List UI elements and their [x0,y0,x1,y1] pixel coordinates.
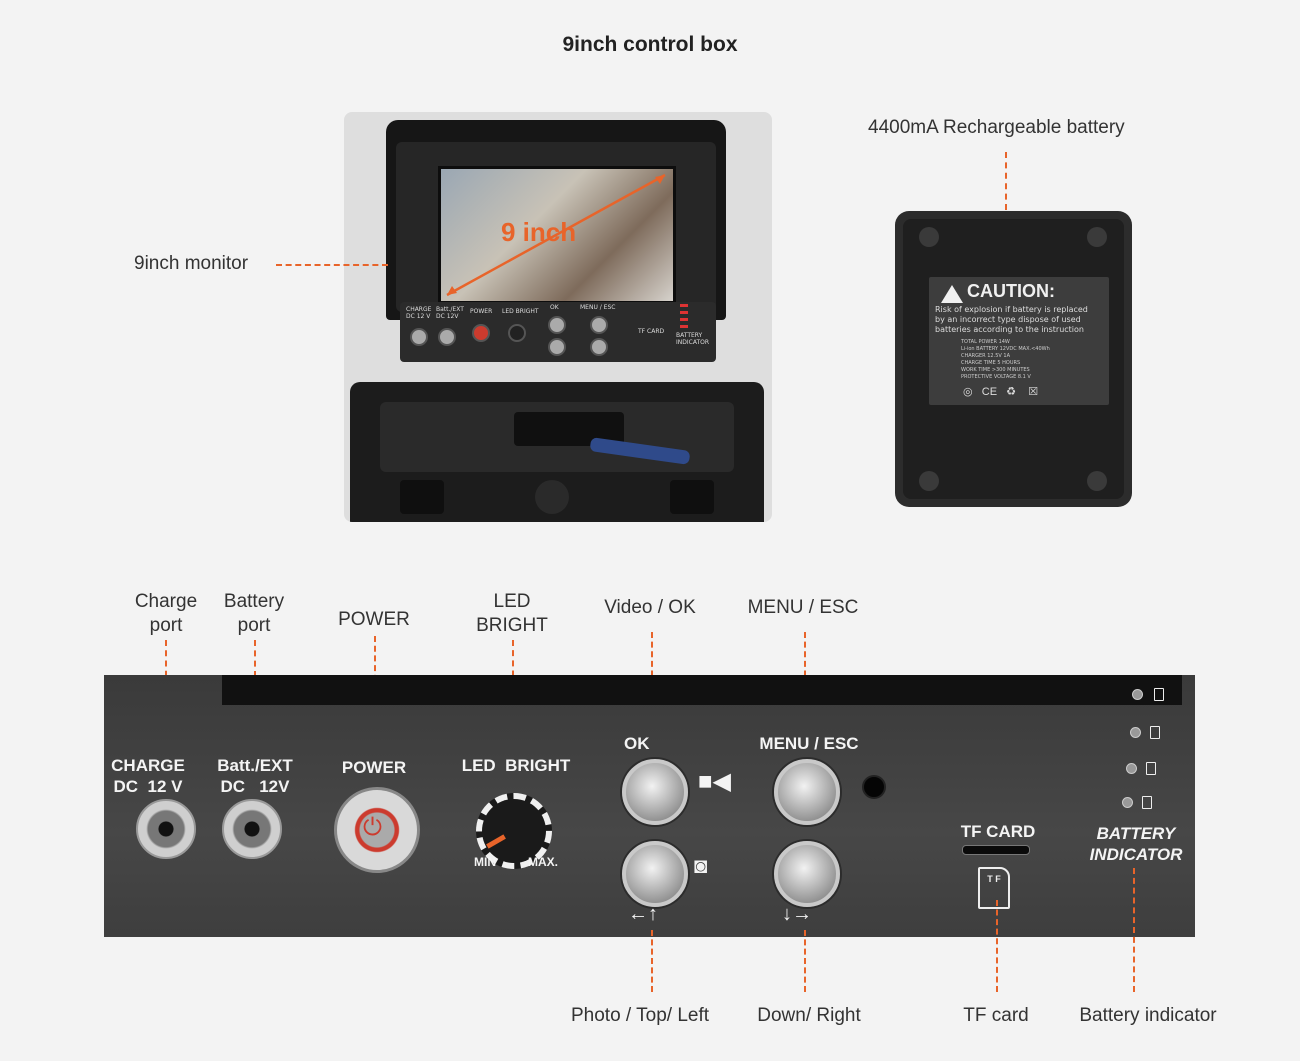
camera-icon: ◙ [694,853,708,878]
battery-indicator-leader [1133,868,1135,992]
monitor-bezel [222,675,1182,705]
power-label: POWER [341,758,407,777]
case-lock [535,480,569,514]
screen-size-label: 9 inch [501,217,577,247]
ok-video-button[interactable] [622,759,688,825]
ir-sensor [862,775,886,799]
photo-top-left-callout: Photo / Top/ Left [570,1005,710,1026]
down-right-arrows-icon: ↓→ [782,903,812,925]
down-right-button[interactable] [774,841,840,907]
tf-card-icon: T F [978,867,1010,909]
page-title: 9inch control box [562,33,738,56]
control-panel-closeup: CHARGE DC 12 V Batt./EXT DC 12V POWER ⏻ … [104,675,1195,937]
battery-led-2 [1130,727,1141,738]
led-bright-label: LED BRIGHT [461,756,571,775]
menu-esc-callout: MENU / ESC [747,597,859,618]
menu-esc-label: MENU / ESC [759,734,859,753]
power-callout: POWER [338,609,410,630]
red-led-indicators [680,304,688,330]
power-icon: ⏻ [363,814,382,841]
video-camera-icon: ■◀ [698,768,731,795]
power-button[interactable]: ⏻ [334,787,420,873]
dial-pointer [486,834,506,849]
caution-heading: CAUTION: [967,281,1055,301]
foam-insert [380,402,734,472]
menu-esc-button[interactable] [774,759,840,825]
caution-sticker: CAUTION: Risk of explosion if battery is… [929,277,1109,405]
battery-full-icon [1154,688,1164,701]
battery-mid-icon [1146,762,1156,775]
diagonal-arrow-icon [446,173,666,297]
power-button-mini [472,324,490,342]
rechargeable-battery-photo: CAUTION: Risk of explosion if battery is… [895,211,1132,507]
led-brightness-dial[interactable] [476,793,552,869]
battery-led-1 [1132,689,1143,700]
battery-callout: 4400mA Rechargeable battery [868,117,1125,138]
monitor-callout: 9inch monitor [134,253,249,274]
charge-port[interactable] [136,799,196,859]
battery-leader-line [1005,152,1007,210]
battery-port-callout: Battery port [223,591,285,636]
battery-low-icon [1142,796,1152,809]
video-ok-callout: Video / OK [604,597,696,618]
led-dial-mini [508,324,526,342]
battery-indicator-callout: Battery indicator [1079,1005,1217,1026]
case-control-panel: CHARGE DC 12 V Batt./EXT DC 12V POWER LE… [400,302,716,362]
left-up-arrows-icon: ←↑ [628,903,658,925]
battery-port-mini [438,328,456,346]
cable-reel [589,437,691,465]
ok-label: OK [624,734,650,753]
down-right-callout: Down/ Right [757,1005,861,1026]
charge-port-mini [410,328,428,346]
down-right-leader [804,930,806,992]
led-bright-callout: LED BRIGHT [476,591,548,636]
charge-port-callout: Charge port [134,591,198,636]
battery-led-3 [1126,763,1137,774]
warning-icon [941,285,963,303]
battery-led-4 [1122,797,1133,808]
case-base [350,382,764,522]
photo-up-left-button[interactable] [622,841,688,907]
monitor-screen: 9 inch [438,166,676,304]
battery-indicator-label: BATTERY INDICATOR [1089,824,1183,864]
tf-card-slot[interactable] [962,845,1030,855]
photo-leader [651,930,653,992]
control-box-photo: 9 inch CHARGE DC 12 V Batt./EXT DC 12V P… [344,112,772,522]
battery-port[interactable] [222,799,282,859]
monitor-leader-line [276,264,388,266]
tf-card-leader [996,900,998,992]
tf-card-callout: TF card [963,1005,1029,1026]
certification-marks-icon: ◎ CE ♻ ☒ [963,386,1039,398]
battery-high-icon [1150,726,1160,739]
tf-card-label: TF CARD [960,822,1036,841]
